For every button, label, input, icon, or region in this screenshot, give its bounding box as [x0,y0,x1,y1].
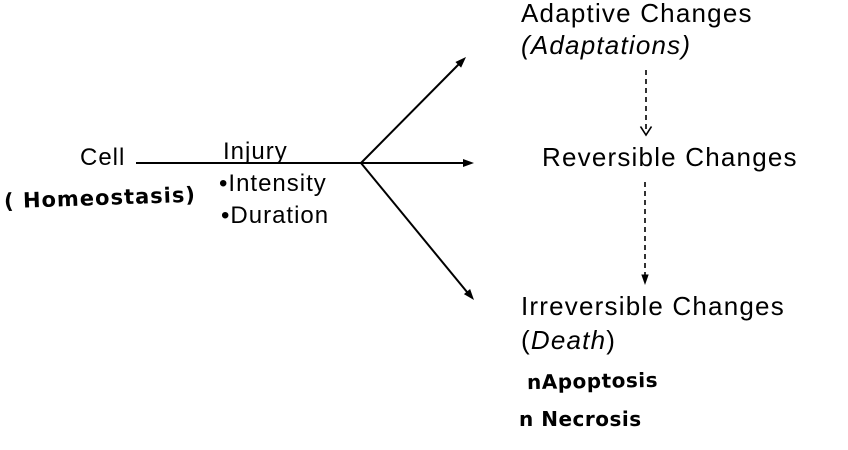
adaptive-changes-alias: (Adaptations) [521,30,692,60]
alias-close-paren: ) [606,325,617,355]
fork-arrow-adaptive [360,57,466,164]
necrosis-handwritten-note: n Necrosis [519,407,642,431]
fork-arrow-reversible [361,159,474,167]
adaptive-changes-block: Adaptive Changes (Adaptations) [521,0,753,61]
irreversible-changes-alias: (Death) [521,323,785,357]
alias-open-paren: ( [521,325,531,355]
alias-death-word: Death [530,325,607,355]
apoptosis-handwritten-note: nApoptosis [526,367,659,395]
cell-label: Cell [80,144,126,171]
irreversible-changes-block: Irreversible Changes (Death) [521,289,785,357]
injury-bullet-intensity: •Intensity [219,170,327,197]
injury-label: Injury [223,138,288,165]
adaptive-changes-title: Adaptive Changes [521,0,753,28]
injury-bullet-duration: •Duration [221,202,330,229]
irreversible-changes-title: Irreversible Changes [521,291,785,321]
dashed-arrow-adaptive-to-reversible [639,70,653,137]
dashed-arrow-reversible-to-irreversible [641,182,649,285]
reversible-changes-title: Reversible Changes [542,142,798,172]
fork-arrow-irreversible [360,162,474,300]
